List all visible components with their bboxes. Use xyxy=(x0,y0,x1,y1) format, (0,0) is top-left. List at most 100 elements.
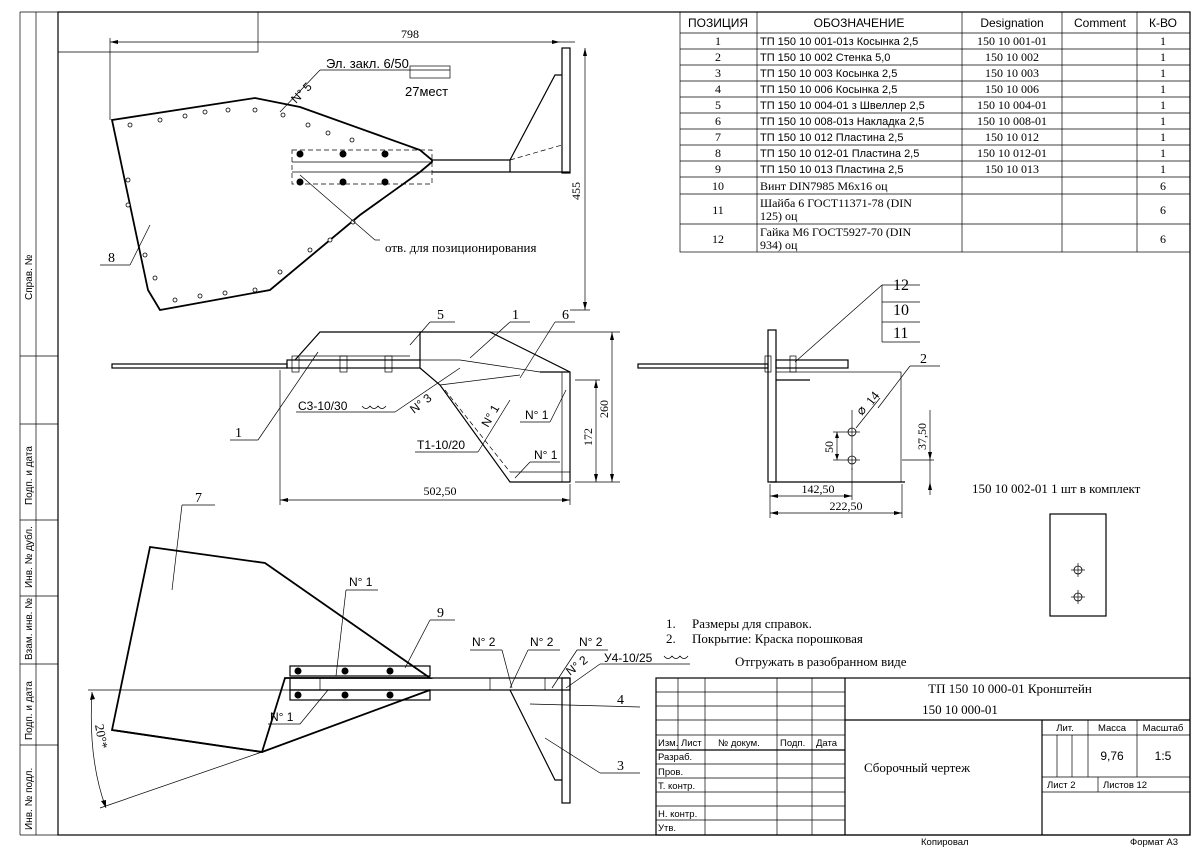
callout-8: 8 xyxy=(108,251,115,266)
kit-note: 150 10 002-01 1 шт в комплект xyxy=(972,481,1141,496)
weld-c3: С3-10/30 xyxy=(298,399,348,413)
row-qty: 1 xyxy=(1160,34,1166,48)
mark-n2b: N° 2 xyxy=(530,635,554,649)
mark-n2d: N° 2 xyxy=(563,653,590,679)
sprav-label: Справ. № xyxy=(24,254,35,300)
notes: 1. Размеры для справок. 2. Покрытие: Кра… xyxy=(666,616,907,669)
col-header-oboznachenie: ОБОЗНАЧЕНИЕ xyxy=(814,16,905,30)
table-row: 10 Винт DIN7985 М6х16 оц 6 xyxy=(712,179,1166,193)
tb-designation-1: ТП 150 10 000-01 Кронштейн xyxy=(928,681,1092,696)
row-name: Винт DIN7985 М6х16 оц xyxy=(760,179,888,193)
row-pos: 9 xyxy=(715,162,721,176)
weld-note: Эл. закл. 6/50 xyxy=(326,56,409,71)
note-2-num: 2. xyxy=(666,631,676,646)
tb-razrab: Разраб. xyxy=(658,752,692,763)
tb-list: Лист xyxy=(681,738,702,749)
row-pos: 12 xyxy=(712,232,724,246)
tb-lit: Лит. xyxy=(1056,723,1073,734)
dim-width-label: 798 xyxy=(401,27,419,41)
side-view: 502,50 260 172 1 5 1 6 С3-10/30 N° 3 xyxy=(111,308,620,505)
tb-massa: Масса xyxy=(1098,723,1127,734)
row-desig: 150 10 003 xyxy=(985,66,1039,80)
row-qty: 1 xyxy=(1160,146,1166,160)
mark-n1c: N° 1 xyxy=(534,448,558,462)
tb-format: Формат А3 xyxy=(1130,837,1178,848)
tb-doc-title: Сборочный чертеж xyxy=(864,760,971,775)
tb-masshtab: Масштаб xyxy=(1143,723,1184,734)
dim-height-label: 455 xyxy=(569,182,583,200)
table-row: 11 Шайба 6 ГОСТ11371-78 (DIN 125) оц 6 xyxy=(712,196,1166,223)
row-name: ТП 150 10 013 Пластина 2,5 xyxy=(760,164,903,176)
table-row: 9 ТП 150 10 013 Пластина 2,5 150 10 013 … xyxy=(715,162,1166,176)
row-qty: 6 xyxy=(1160,232,1166,246)
dim-260-label: 260 xyxy=(597,400,611,418)
bottom-view: 20°* 7 9 N° 1 N° 1 N° 2 N° 2 N° 2 N° 2 У… xyxy=(88,491,690,809)
table-row: 3 ТП 150 10 003 Косынка 2,5 150 10 003 1 xyxy=(715,66,1166,80)
row-name: ТП 150 10 003 Косынка 2,5 xyxy=(760,68,897,80)
plate-holes xyxy=(125,107,356,303)
mark-n1-bottom: N° 1 xyxy=(270,710,294,724)
row-qty: 1 xyxy=(1160,66,1166,80)
dim-hole-label: 14 xyxy=(863,388,883,408)
tb-designation-2: 150 10 000-01 xyxy=(922,702,998,717)
row-name-line1: Шайба 6 ГОСТ11371-78 (DIN xyxy=(760,196,912,210)
row-qty: 1 xyxy=(1160,82,1166,96)
row-qty: 1 xyxy=(1160,114,1166,128)
callout-6: 6 xyxy=(562,308,569,323)
dim-50-label: 50 xyxy=(822,441,836,453)
tb-data: Дата xyxy=(816,738,838,749)
mark-n2c: N° 2 xyxy=(579,635,603,649)
positioning-note: отв. для позиционирования xyxy=(385,240,537,255)
row-pos: 5 xyxy=(715,98,721,112)
podp-data-label-2: Подп. и дата xyxy=(24,681,35,740)
inv-dubl-label: Инв. № дубл. xyxy=(23,526,35,588)
dim-14250-label: 142,50 xyxy=(802,482,835,496)
mark-n1-top: N° 1 xyxy=(349,575,373,589)
callout-4: 4 xyxy=(617,693,624,708)
row-pos: 4 xyxy=(715,82,721,96)
note-1-num: 1. xyxy=(666,616,676,631)
callout-3: 3 xyxy=(617,759,624,774)
tb-utv: Утв. xyxy=(658,823,676,834)
table-row: 2 ТП 150 10 002 Стенка 5,0 150 10 002 1 xyxy=(715,50,1166,64)
col-header-designation: Designation xyxy=(980,16,1043,30)
table-row: 7 ТП 150 10 012 Пластина 2,5 150 10 012 … xyxy=(715,130,1166,144)
vzam-inv-label: Взам. инв. № xyxy=(24,598,35,660)
tb-prov: Пров. xyxy=(658,767,683,778)
row-desig: 150 10 004-01 xyxy=(977,98,1047,112)
row-pos: 2 xyxy=(715,50,721,64)
row-name: ТП 150 10 002 Стенка 5,0 xyxy=(760,52,890,64)
end-view: 12 10 11 2 ⌀ 14 50 37,50 142,50 22 xyxy=(637,277,940,518)
callout-9: 9 xyxy=(437,606,444,621)
parts-table: ПОЗИЦИЯ ОБОЗНАЧЕНИЕ Designation Comment … xyxy=(679,11,1191,253)
tb-n-kontr: Н. контр. xyxy=(658,809,697,820)
row-name: ТП 150 10 004-01 з Швеллер 2,5 xyxy=(760,100,925,112)
row-desig: 150 10 012-01 xyxy=(977,146,1047,160)
channel-outline xyxy=(291,149,433,185)
dim-length-label: 502,50 xyxy=(424,484,457,498)
callout-2: 2 xyxy=(920,352,927,367)
dim-hole-symbol: ⌀ xyxy=(853,402,870,418)
callout-7: 7 xyxy=(195,491,202,506)
row-name: ТП 150 10 006 Косынка 2,5 xyxy=(760,84,897,96)
weld-t1: Т1-10/20 xyxy=(417,438,465,452)
tb-podp: Подп. xyxy=(780,738,805,749)
tb-doc-num: № докум. xyxy=(718,738,760,749)
mark-n1b: N° 1 xyxy=(525,408,549,422)
row-pos: 7 xyxy=(715,130,721,144)
row-desig: 150 10 001-01 xyxy=(977,34,1047,48)
row-qty: 6 xyxy=(1160,179,1166,193)
table-row: 1 ТП 150 10 001-01з Косынка 2,5 150 10 0… xyxy=(715,34,1166,48)
dim-172-label: 172 xyxy=(581,428,595,446)
kit-plate xyxy=(1049,513,1107,617)
row-pos: 8 xyxy=(715,146,721,160)
callout-5: 5 xyxy=(437,308,444,323)
row-qty: 1 xyxy=(1160,130,1166,144)
angle-label: 20°* xyxy=(92,723,111,750)
row-desig: 150 10 013 xyxy=(985,162,1039,176)
col-header-qty: К-ВО xyxy=(1149,16,1177,30)
col-header-position: ПОЗИЦИЯ xyxy=(688,16,748,30)
tb-scale-value: 1:5 xyxy=(1155,749,1172,763)
row-desig: 150 10 012 xyxy=(985,130,1039,144)
dim-3750-label: 37,50 xyxy=(915,423,929,450)
